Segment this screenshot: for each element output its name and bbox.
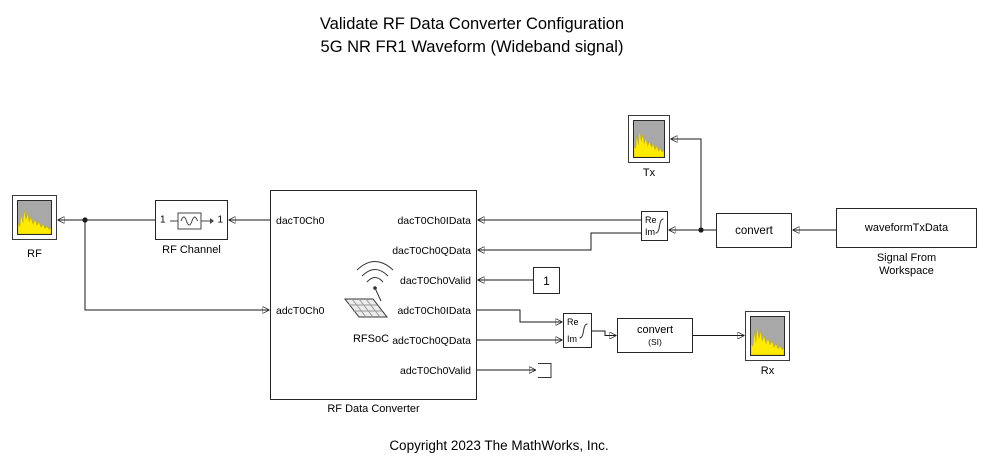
signal-from-workspace-block[interactable]: waveformTxData — [836, 208, 977, 248]
rf-scope-screen — [17, 200, 52, 235]
port-label-adcT0Ch0Valid: adcT0Ch0Valid — [399, 365, 471, 377]
wire-im-to-dac-qdata[interactable] — [477, 232, 642, 250]
rfsoc-antenna-icon — [343, 261, 394, 318]
convert-block[interactable]: convert — [716, 213, 792, 248]
wire-adc-idata-to-re[interactable] — [477, 309, 563, 322]
constant-value: 1 — [543, 273, 550, 288]
rf-data-converter-label: RF Data Converter — [327, 403, 420, 415]
spectrum-icon — [634, 130, 664, 157]
port-label-dacT0Ch0Valid: dacT0Ch0Valid — [399, 275, 471, 287]
convert-si-sublabel: (SI) — [648, 337, 662, 347]
constant-block[interactable]: 1 — [533, 267, 560, 294]
convert-si-label: convert — [636, 324, 674, 336]
junction-dot — [698, 227, 704, 233]
rf-spectrum-scope-block[interactable] — [12, 195, 57, 240]
port-label-dacT0Ch0: dacT0Ch0 — [276, 215, 325, 227]
junction-dot — [82, 217, 88, 223]
convert-label: convert — [735, 224, 773, 237]
rf-channel-input-port-number: 1 — [160, 214, 166, 226]
rf-channel-block[interactable]: 1 1 — [155, 200, 228, 240]
port-label-dacT0Ch0IData: dacT0Ch0IData — [397, 215, 471, 227]
tx-spectrum-scope-block[interactable] — [628, 115, 670, 163]
port-label-adcT0Ch0QData: adcT0Ch0QData — [392, 335, 471, 347]
rf-channel-output-port-number: 1 — [217, 214, 223, 226]
wire-branch-to-tx-scope[interactable] — [670, 139, 702, 230]
title-line-1: Validate RF Data Converter Configuration — [319, 15, 625, 33]
signal-from-workspace-label: Signal From Workspace — [836, 252, 977, 278]
spectrum-icon — [18, 209, 51, 234]
convert-si-block[interactable]: convert (SI) — [617, 318, 693, 353]
rf-data-converter-block[interactable]: dacT0Ch0 adcT0Ch0 dacT0Ch0IData dacT0Ch0… — [270, 190, 477, 400]
rx-spectrum-scope-block[interactable] — [745, 311, 790, 361]
im-port-label: Im — [567, 334, 577, 344]
port-label-dacT0Ch0QData: dacT0Ch0QData — [392, 245, 471, 257]
spectrum-icon — [751, 327, 784, 355]
re-port-label: Re — [645, 215, 657, 225]
wire-complex-to-convert-si[interactable] — [592, 330, 617, 336]
signal-from-workspace-label-line1: Signal From — [876, 252, 937, 264]
rx-scope-label: Rx — [760, 365, 775, 377]
im-port-label: Im — [645, 227, 655, 237]
rfsoc-chip-label: RFSoC — [352, 333, 390, 345]
rf-channel-label: RF Channel — [162, 244, 221, 256]
complex-curve-icon — [655, 218, 664, 234]
copyright-note: Copyright 2023 The MathWorks, Inc. — [389, 438, 609, 453]
terminator-icon[interactable] — [538, 363, 552, 378]
signal-from-workspace-label-line2: Workspace — [879, 265, 934, 277]
realimag-to-complex-block[interactable]: Re Im — [563, 313, 592, 348]
complex-to-realimag-block[interactable]: Re Im — [641, 211, 668, 241]
port-label-adcT0Ch0: adcT0Ch0 — [276, 305, 325, 317]
model-title: Validate RF Data Converter Configuration… — [0, 13, 944, 59]
port-label-adcT0Ch0IData: adcT0Ch0IData — [397, 305, 471, 317]
rx-scope-screen — [750, 316, 785, 356]
rf-scope-label: RF — [27, 248, 42, 260]
re-port-label: Re — [567, 317, 579, 327]
tx-scope-screen — [633, 120, 665, 158]
tx-scope-label: Tx — [642, 167, 656, 179]
title-line-2: 5G NR FR1 Waveform (Wideband signal) — [320, 38, 624, 56]
workspace-variable-name: waveformTxData — [864, 222, 949, 234]
channel-icon — [170, 212, 214, 230]
complex-curve-icon — [579, 323, 588, 338]
